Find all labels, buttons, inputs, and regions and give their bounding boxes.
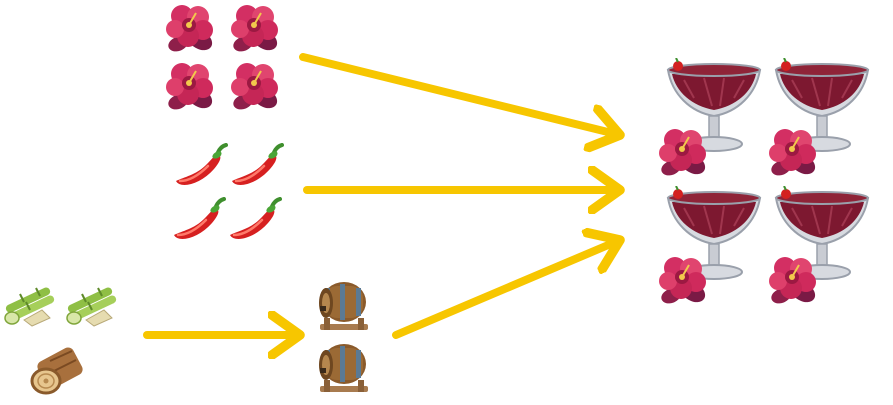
red-chili-pepper-icon	[172, 143, 228, 193]
hibiscus-flower-icon	[769, 256, 819, 308]
red-chili-pepper-icon	[170, 197, 226, 247]
hibiscus-flower-icon	[659, 128, 709, 180]
sugarcane-icon	[64, 276, 120, 330]
hibiscus-flower-icon	[231, 4, 281, 56]
wood-log-icon	[28, 345, 86, 399]
hibiscus-flower-icon	[659, 256, 709, 308]
hibiscus-flower-icon	[166, 4, 216, 56]
sugarcane-icon	[2, 276, 58, 330]
wooden-barrel-icon	[316, 338, 374, 394]
wooden-barrel-icon	[316, 276, 374, 332]
red-chili-pepper-icon	[226, 197, 282, 247]
red-chili-pepper-icon	[228, 143, 284, 193]
arrow-barrel-to-cocktail	[396, 240, 620, 335]
arrow-hibiscus-to-cocktail	[303, 57, 620, 135]
hibiscus-flower-icon	[231, 62, 281, 114]
hibiscus-flower-icon	[769, 128, 819, 180]
hibiscus-flower-icon	[166, 62, 216, 114]
